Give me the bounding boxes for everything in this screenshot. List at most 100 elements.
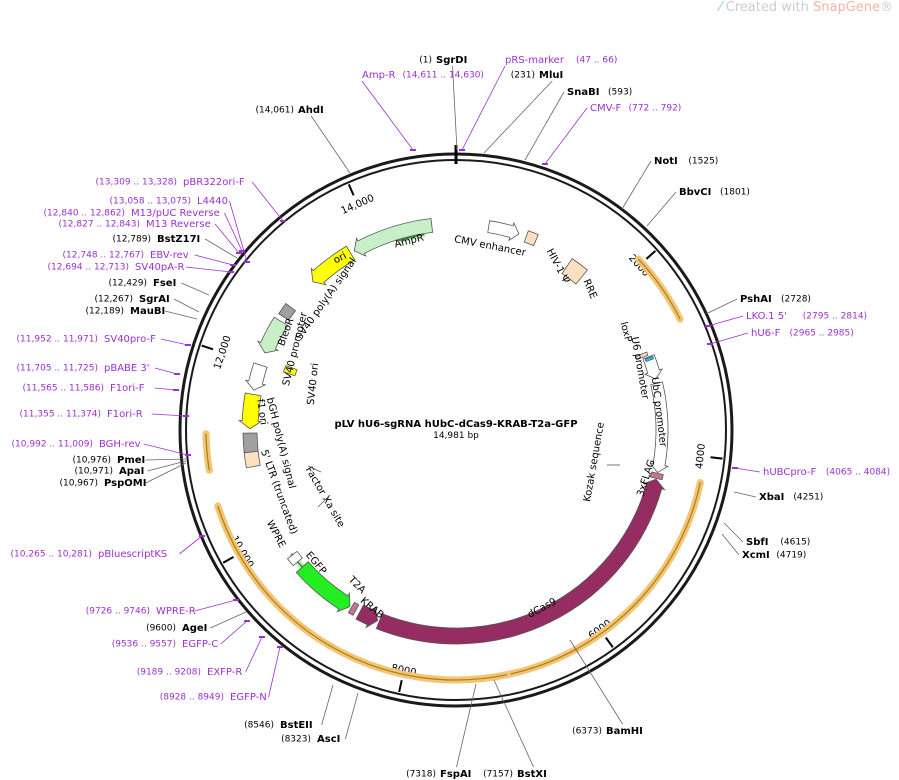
site-position-label: (13,058 .. 13,075): [110, 197, 191, 207]
site-cmv-f: CMV-F(772 .. 792): [542, 103, 681, 165]
site-position-label: (12,748 .. 12,767): [63, 251, 144, 261]
scale-tick-mark: [347, 183, 355, 196]
site-leader-line: [310, 115, 351, 174]
site-position-label: (2795 .. 2814): [803, 312, 867, 322]
site-leader-line: [268, 646, 281, 698]
feature-rre-arrow: [561, 258, 588, 285]
feature-t2a-arrow: [347, 601, 360, 616]
site-leader-line: [214, 223, 240, 254]
site-name-label: M13/pUC Reverse: [131, 208, 220, 219]
site-pbluescriptks: (10,265 .. 10,281)pBluescriptKS: [11, 535, 205, 560]
plasmid-name: pLV hU6-sgRNA hUbC-dCas9-KRAB-T2a-GFP: [334, 419, 578, 430]
site-lko-1-5: LKO.1 5'(2795 .. 2814): [705, 311, 867, 327]
scale-tick-label: 12,000: [212, 334, 233, 371]
feature-wpre-arrow: [286, 550, 303, 567]
watermark-reg: ®: [880, 0, 893, 15]
site-f1ori-r: (11,355 .. 11,374)F1ori-R: [20, 409, 189, 420]
feature-label-rre: RRE: [581, 278, 599, 301]
site-position-label: (13,309 .. 13,328): [96, 178, 177, 188]
feature-sv40-promoter-arrow: [244, 362, 268, 391]
site-name-label: AgeI: [182, 623, 207, 634]
site-l4440: (13,058 .. 13,075) L4440: [110, 196, 250, 263]
site-leader-line: [160, 338, 189, 346]
feature-bleor-arrow: [256, 316, 289, 354]
site-leader-line: [452, 65, 458, 151]
site-leader-line: [544, 107, 588, 165]
site-position-label: (4065 .. 4084): [826, 468, 890, 478]
site-name-label: BamHI: [606, 726, 643, 737]
orf-arc-line: [506, 482, 701, 676]
site-position-label: (2728): [781, 295, 811, 305]
site-position-label: (12,429): [108, 279, 147, 289]
site-name-label: BstXI: [517, 769, 547, 780]
feature-label-loxp: loxP: [618, 321, 634, 344]
site-name-label: hU6-F: [751, 328, 781, 339]
site-leader-line: [147, 460, 187, 472]
feature-label-t2a: T2A: [345, 574, 367, 596]
site-position-label: (7318): [406, 770, 436, 780]
site-position-label: (593): [608, 88, 632, 98]
site-name-label: SbfI: [746, 537, 768, 548]
site-position-label: (11,952 .. 11,971): [17, 335, 98, 345]
site-leader-line: [493, 679, 534, 768]
site-name-label: pBR322ori-F: [183, 177, 245, 188]
site-asci: (8323)AscI: [281, 692, 359, 745]
site-name-label: L4440: [197, 196, 228, 207]
site-leader-line: [185, 266, 232, 273]
site-leader-line: [143, 443, 189, 456]
site-leader-line: [154, 367, 178, 375]
site-name-label: SgrAI: [139, 294, 170, 305]
plasmid-length: 14,981 bp: [433, 431, 479, 441]
site-ahdi: (14,061)AhdI: [255, 105, 351, 174]
feature-dcas9-arrow: [375, 478, 666, 645]
site-name-label: PspOMI: [104, 478, 146, 489]
site-position-label: (6373): [572, 727, 602, 737]
site-name-label: AscI: [317, 734, 340, 745]
feature-leader-line: [307, 465, 322, 473]
site-name-label: F1ori-R: [107, 409, 143, 420]
snapgene-watermark: ⁄Created with SnapGene®: [720, 0, 894, 15]
site-fspai: (7318)FspAI: [406, 683, 477, 780]
feature-sv40-ori-arrow: [283, 364, 298, 377]
site-position-label: (9600): [146, 624, 176, 634]
site-position-label: (4719): [776, 551, 806, 561]
site-position-label: (11,705 .. 11,725): [17, 364, 98, 374]
site-leader-line: [251, 181, 284, 222]
site-leader-line: [709, 332, 749, 345]
site-agei: (9600) AgeI: [146, 611, 247, 634]
site-name-label: BstEII: [280, 720, 313, 731]
site-leader-line: [204, 238, 238, 259]
site-noti: NotI(1525): [621, 156, 718, 210]
site-name-label: pRS-marker: [505, 55, 565, 66]
scale-tick-mark: [605, 637, 614, 648]
site-name-label: BGH-rev: [99, 439, 141, 450]
site-name-label: WPRE-R: [156, 606, 196, 617]
site-position-label: (9189 .. 9208): [137, 668, 201, 678]
feature-sv40-poly-a-signal-arrow: [278, 302, 297, 321]
site-name-label: hUBCpro-F: [763, 467, 816, 478]
site-position-label: (231): [511, 71, 535, 81]
site-leader-line: [734, 467, 761, 473]
site-position-label: (10,265 .. 10,281): [11, 550, 92, 560]
site-name-label: SV40pA-R: [135, 262, 184, 273]
site-f1ori-f: (11,565 .. 11,586)F1ori-F: [23, 383, 179, 394]
scale-tick-label: 14,000: [340, 193, 376, 217]
site-position-label: (9536 .. 9557): [112, 640, 176, 650]
site-sbfi: SbfI(4615): [723, 522, 810, 548]
site-name-label: SV40pro-F: [104, 334, 156, 345]
site-leader-line: [345, 692, 359, 740]
site-name-label: BbvCI: [679, 187, 711, 198]
site-leader-line: [194, 254, 234, 266]
site-exfp-r: (9189 .. 9208)EXFP-R: [137, 636, 265, 678]
site-bstz17i: (12,789)BstZ17I: [112, 234, 238, 259]
site-leader-line: [220, 620, 248, 645]
feature-cmv-enhancer-arrow: [487, 220, 520, 242]
site-maubi: (12,189)MauBI: [85, 306, 198, 320]
orf-halo-arc: [634, 255, 684, 323]
site-position-label: (8928 .. 8949): [160, 693, 224, 703]
site-position-label: (12,694 .. 12,713): [48, 263, 129, 273]
site-name-label: NotI: [654, 156, 678, 167]
site-xcmi: XcmI(4719): [721, 533, 806, 561]
site-name-label: XbaI: [759, 492, 784, 503]
